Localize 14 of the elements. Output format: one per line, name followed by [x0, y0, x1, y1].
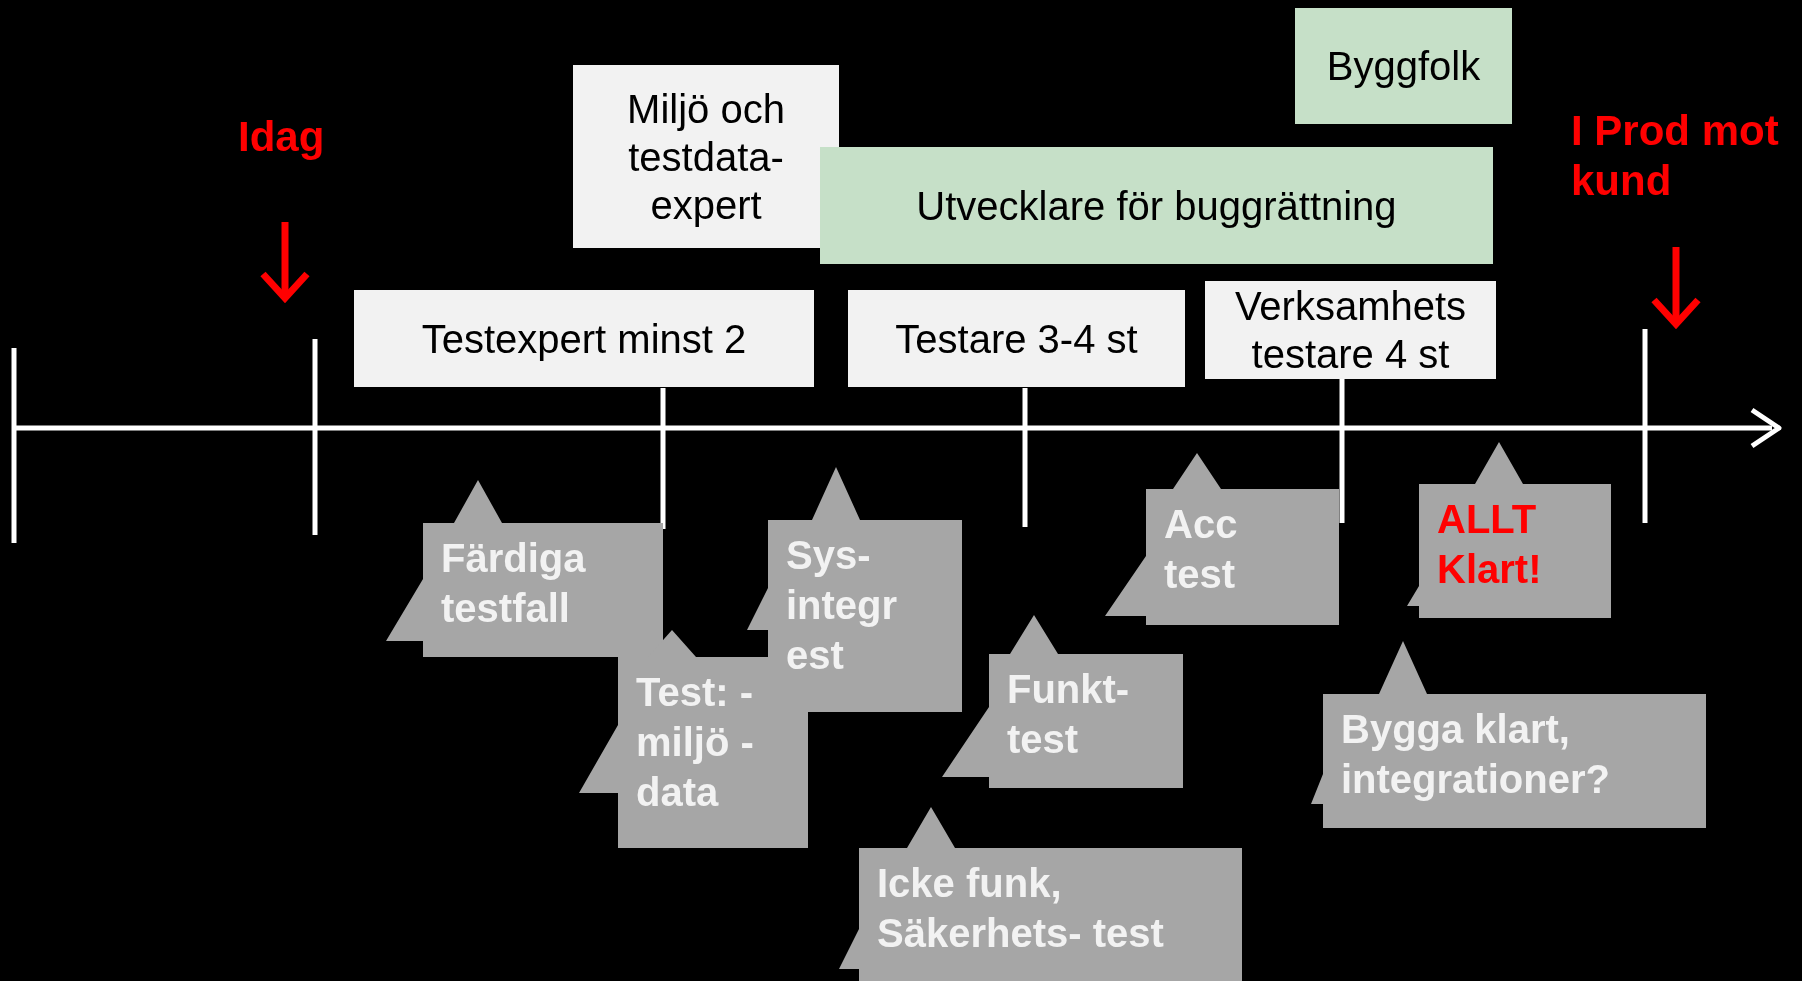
callout-shape: Bygga klart, integrationer?	[1311, 641, 1706, 828]
role-box: Utvecklare för buggrättning	[820, 147, 1493, 264]
role-box: Testare 3-4 st	[848, 290, 1185, 387]
role-box: Verksamhets testare 4 st	[1205, 281, 1496, 379]
role-box: Byggfolk	[1295, 8, 1512, 124]
callout-shape: ALLT Klart!	[1407, 442, 1611, 618]
callout-shape: Acc test	[1105, 453, 1339, 625]
milestone-label: I Prod mot kund	[1571, 106, 1780, 207]
milestone-label: Idag	[238, 112, 325, 162]
role-box: Miljö och testdata-expert	[573, 65, 839, 248]
callout-shape: Färdiga testfall	[386, 480, 663, 657]
callout-shape: Icke funk, Säkerhets- test	[839, 807, 1242, 981]
callout-shape: Funkt- test	[942, 615, 1183, 788]
role-box: Testexpert minst 2	[354, 290, 814, 387]
